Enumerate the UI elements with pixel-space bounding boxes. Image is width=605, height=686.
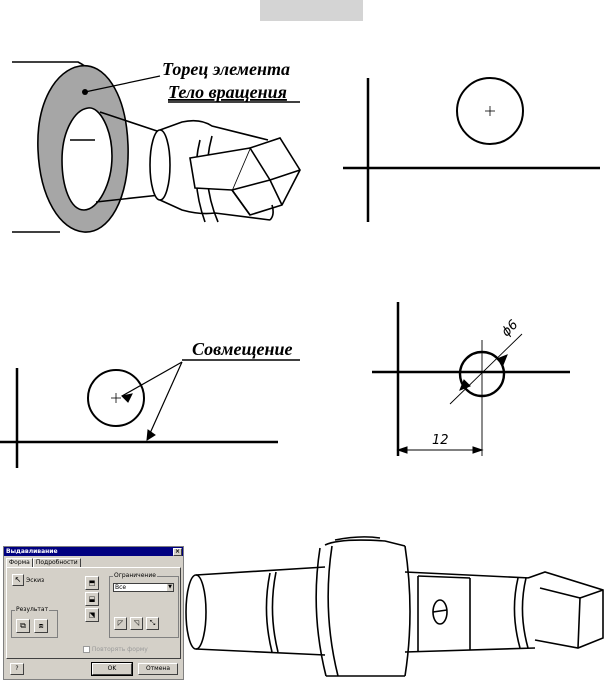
direction-2-button[interactable]: ⬓ — [85, 592, 99, 606]
cancel-button[interactable]: Отмена — [138, 663, 178, 675]
close-icon[interactable]: × — [173, 548, 182, 556]
grey-header-tab — [260, 0, 363, 21]
result-label: Результат — [15, 606, 50, 614]
sketch-select-button[interactable]: ↖ — [12, 574, 24, 586]
sketch-alignment — [0, 359, 300, 468]
direction-2-icon: ⬓ — [88, 595, 96, 603]
face-label-line1: Торец элемента — [162, 59, 290, 79]
cut-icon: ⧈ — [38, 621, 44, 630]
cursor-icon: ↖ — [14, 575, 22, 584]
result-join-button[interactable]: ⧉ — [16, 619, 30, 633]
face-label-line2: Тело вращения — [168, 82, 287, 102]
sketch-dimensioned — [372, 302, 570, 456]
limit-opt3-button[interactable]: ⤡ — [146, 617, 159, 630]
limit-opt2-button[interactable]: ◹ — [130, 617, 143, 630]
sketch-top-right — [343, 77, 600, 222]
direction-1-button[interactable]: ⬒ — [85, 576, 99, 590]
dialog-title-bar: Выдавливание × — [4, 547, 183, 556]
shape-panel: ↖ Эскиз Результат ⧉ ⧈ ⬒ ⬓ ⬔ Ограничение … — [6, 567, 181, 659]
alignment-label: Совмещение — [192, 339, 292, 359]
repeat-shape-option[interactable]: Повторять форму — [83, 646, 148, 653]
arrow-left-icon: ◸ — [117, 619, 124, 627]
repeat-checkbox[interactable] — [83, 646, 90, 653]
repeat-label: Повторять форму — [91, 646, 148, 653]
limit-value: Все — [115, 584, 127, 591]
tab-shape[interactable]: Форма — [6, 558, 33, 567]
sketch-label: Эскиз — [26, 577, 45, 584]
direction-both-button[interactable]: ⬔ — [85, 608, 99, 622]
limit-group: Ограничение Все ▼ ◸ ◹ ⤡ — [109, 572, 179, 638]
help-button[interactable]: ? — [10, 663, 24, 675]
shaft-3d-bottom — [185, 536, 604, 677]
direction-1-icon: ⬒ — [88, 579, 96, 587]
tab-details[interactable]: Подробности — [32, 558, 81, 567]
dialog-title: Выдавливание — [6, 548, 58, 555]
limit-opt1-button[interactable]: ◸ — [114, 617, 127, 630]
limit-select[interactable]: Все ▼ — [113, 583, 174, 592]
join-icon: ⧉ — [20, 621, 26, 630]
arrow-both-icon: ⤡ — [149, 619, 156, 627]
arrow-flip-icon: ◹ — [133, 619, 140, 627]
limit-label: Ограничение — [113, 572, 157, 580]
distance-label: 12 — [432, 433, 449, 448]
chevron-down-icon[interactable]: ▼ — [167, 584, 173, 591]
result-cut-button[interactable]: ⧈ — [34, 619, 48, 633]
element-face — [37, 64, 129, 233]
direction-both-icon: ⬔ — [88, 611, 96, 619]
diameter-label: ϕ6 — [499, 317, 522, 340]
ok-button[interactable]: OK — [91, 662, 133, 676]
shaft-3d-top — [12, 61, 301, 233]
result-group: Результат ⧉ ⧈ — [11, 606, 58, 638]
